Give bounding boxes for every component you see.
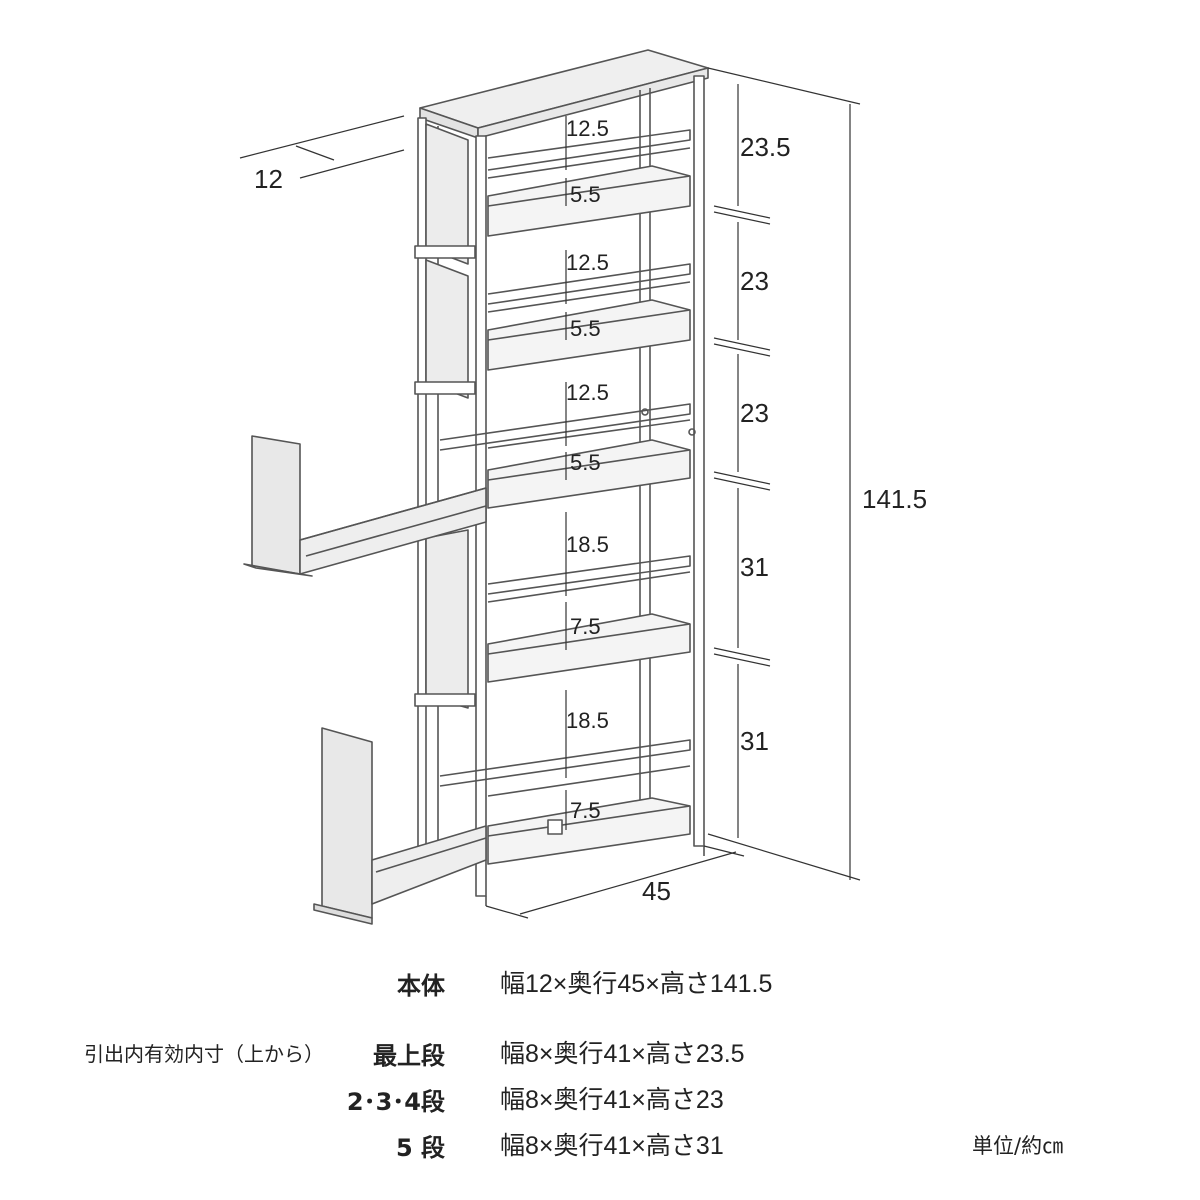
pitch-tick-2b: [713, 343, 771, 357]
pitch-tick-4a: [713, 647, 771, 661]
inner-lower-2: 5.5: [570, 316, 601, 341]
width-ext-line-1: [239, 115, 405, 159]
pitch-tick-1a: [713, 205, 771, 219]
pitch-tick-4b: [713, 653, 771, 667]
shelf-1: [487, 129, 691, 237]
depth-ext-line-1: [485, 905, 529, 919]
inner-lower-5: 7.5: [570, 798, 601, 823]
body-value: 幅12×奥行45×高さ141.5: [500, 970, 773, 998]
pulled-drawer-lower: [313, 727, 487, 925]
shelf-5: [439, 739, 691, 865]
inner-upper-1: 12.5: [566, 116, 609, 141]
body-label: 本体: [397, 972, 445, 1000]
depth-ext-line-2: [703, 845, 745, 857]
total-height-label: 141.5: [862, 484, 927, 514]
bottom-shelf-value: 幅8×奥行41×高さ31: [500, 1132, 724, 1160]
inner-upper-2: 12.5: [566, 250, 609, 275]
shelf-4: [487, 555, 691, 683]
top-shelf-label: 最上段: [373, 1042, 445, 1070]
shelf-height-2: 23: [740, 266, 769, 296]
depth-label: 45: [642, 876, 671, 906]
inner-lower-1: 5.5: [570, 182, 601, 207]
inner-upper-5: 18.5: [566, 708, 609, 733]
pitch-tick-3a: [713, 471, 771, 485]
depth-dim-line: [519, 851, 737, 915]
shelf-height-4: 31: [740, 552, 769, 582]
total-height-ext-bottom: [707, 833, 861, 881]
rack-diagram: 12 45 141.5 23.5 23 23 31 31 12.5 12.5 1…: [239, 49, 927, 925]
side-panels: [414, 123, 476, 709]
inner-upper-3: 12.5: [566, 380, 609, 405]
width-ext-line-2: [299, 149, 405, 179]
shelf-height-5: 31: [740, 726, 769, 756]
inner-upper-4: 18.5: [566, 532, 609, 557]
middle-shelves-label: 2･3･4段: [346, 1088, 445, 1116]
pitch-tick-1b: [713, 211, 771, 225]
shelf-2: [487, 263, 691, 371]
shelf-height-1: 23.5: [740, 132, 791, 162]
shelf-3: [439, 403, 696, 509]
width-label: 12: [254, 164, 283, 194]
total-height-ext-top: [707, 67, 861, 105]
bottom-shelf-label: 5 段: [395, 1134, 445, 1162]
inner-lower-4: 7.5: [570, 614, 601, 639]
inner-lower-3: 5.5: [570, 450, 601, 475]
inner-dimensions-note: 引出内有効内寸（上から）: [84, 1042, 324, 1066]
top-shelf-value: 幅8×奥行41×高さ23.5: [500, 1040, 745, 1068]
pitch-tick-3b: [713, 477, 771, 491]
pitch-tick-2a: [713, 337, 771, 351]
unit-label: 単位/約㎝: [972, 1134, 1064, 1158]
top-plate: [419, 49, 709, 139]
middle-shelves-value: 幅8×奥行41×高さ23: [500, 1086, 724, 1114]
shelf-height-3: 23: [740, 398, 769, 428]
width-dim-line: [295, 145, 335, 161]
pulled-drawer-upper: [243, 435, 487, 577]
